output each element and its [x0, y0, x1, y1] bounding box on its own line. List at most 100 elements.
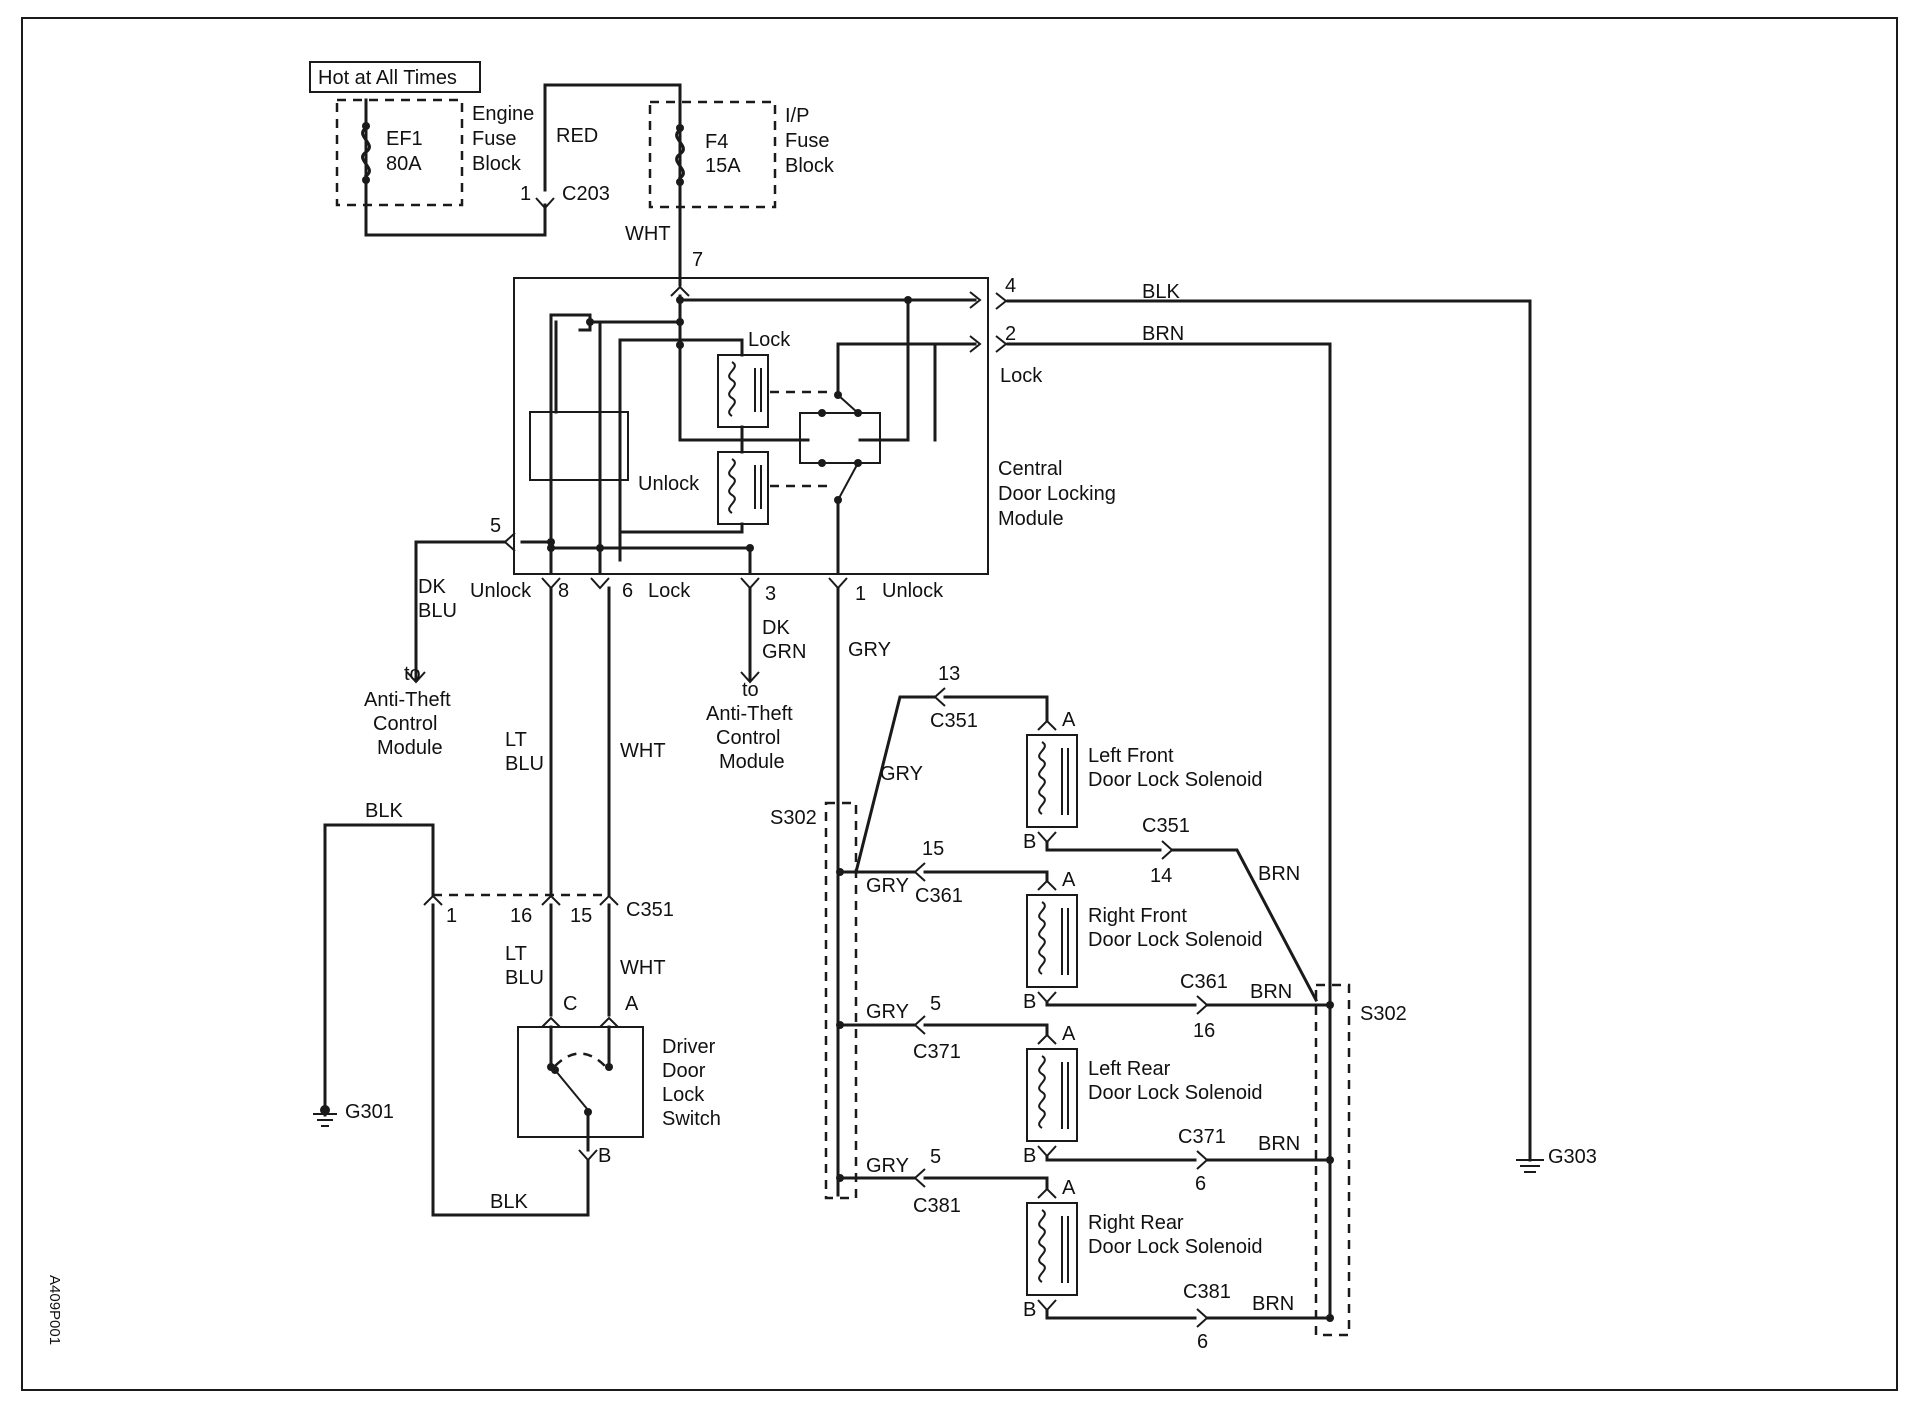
- anti-theft-1-name-1: Anti-Theft: [364, 689, 451, 711]
- module-pin-6-lock-label: Lock: [648, 580, 691, 602]
- switch-name-4: Switch: [662, 1108, 721, 1130]
- c351-switch-connector: C351: [626, 899, 674, 921]
- sol1-b-pin: 14: [1150, 865, 1172, 887]
- c203-pin: 1: [520, 183, 531, 205]
- blk-top-wire-label: BLK: [365, 800, 403, 822]
- ef1-rating: 80A: [386, 153, 422, 175]
- sol1-a-conn: C351: [930, 710, 978, 732]
- s302-left-splice: [824, 801, 858, 1200]
- ef1-label: EF1: [386, 128, 423, 150]
- switch-lt-blu-1: LT: [505, 943, 527, 965]
- left-front-solenoid-coil: [1026, 734, 1078, 828]
- right-rear-solenoid-coil: [1026, 1202, 1078, 1296]
- relay-switch-box: [799, 412, 881, 464]
- g301-label: G301: [345, 1101, 394, 1123]
- sol3-a-pin: 5: [930, 993, 941, 1015]
- dk-grn-label-1: DK: [762, 617, 790, 639]
- right-front-solenoid-coil: [1026, 894, 1078, 988]
- c203-connector-symbol: [535, 197, 555, 210]
- left-rear-solenoid-group: 5 C371 GRY A B C371 6 BRN Left Rear Door…: [838, 993, 1334, 1195]
- right-rear-solenoid-group: 5 C381 GRY A B C381 6 BRN Right Rear Doo…: [838, 1146, 1334, 1353]
- sol4-a-wire: GRY: [866, 1155, 909, 1177]
- sol3-b-conn: C371: [1178, 1126, 1226, 1148]
- ef1-fuse-symbol: [361, 125, 371, 179]
- anti-theft-2-name-2: Control: [716, 727, 780, 749]
- switch-pin-c: C: [563, 993, 577, 1015]
- sol3-a-conn: C371: [913, 1041, 961, 1063]
- anti-theft-1-name-3: Module: [377, 737, 443, 759]
- ip-fuse-block-label-2: Fuse: [785, 130, 829, 152]
- s302-left-label: S302: [770, 807, 817, 829]
- sol3-name-2: Door Lock Solenoid: [1088, 1082, 1263, 1104]
- c351-pin-15: 15: [570, 905, 592, 927]
- switch-pin-a: A: [625, 993, 639, 1015]
- right-front-solenoid-group: 15 C361 GRY A B C361 16 BRN Right Front …: [838, 838, 1334, 1042]
- hot-at-all-times-box: [309, 61, 481, 93]
- lt-blu-label-2: BLU: [505, 753, 544, 775]
- module-pin-1-unlock-label: Unlock: [882, 580, 944, 602]
- sol2-a-conn: C361: [915, 885, 963, 907]
- sol1-b-wire: BRN: [1258, 863, 1300, 885]
- sol3-b-pin: 6: [1195, 1173, 1206, 1195]
- anti-theft-2-to: to: [742, 679, 759, 701]
- anti-theft-2-name-1: Anti-Theft: [706, 703, 793, 725]
- module-name-3: Module: [998, 508, 1064, 530]
- figure-id: A409P001: [46, 1275, 63, 1345]
- f4-label: F4: [705, 131, 728, 153]
- sol4-b-wire: BRN: [1252, 1293, 1294, 1315]
- engine-fuse-block-label-3: Block: [472, 153, 522, 175]
- wht-lock-wire-label: WHT: [620, 740, 666, 762]
- blk-wire-label: BLK: [1142, 281, 1180, 303]
- red-wire-label: RED: [556, 125, 598, 147]
- sol1-name-1: Left Front: [1088, 745, 1174, 767]
- sol1-term-a: A: [1062, 709, 1076, 731]
- brn-wire-label: BRN: [1142, 323, 1184, 345]
- module-pin-8-unlock-label: Unlock: [470, 580, 532, 602]
- sol4-term-b: B: [1023, 1299, 1036, 1321]
- engine-fuse-block-label-1: Engine: [472, 103, 534, 125]
- switch-name-1: Driver: [662, 1036, 716, 1058]
- sol1-term-b: B: [1023, 831, 1036, 853]
- sol2-b-pin: 16: [1193, 1020, 1215, 1042]
- module-pin-1: 1: [855, 583, 866, 605]
- sol1-name-2: Door Lock Solenoid: [1088, 769, 1263, 791]
- sol3-a-wire: GRY: [866, 1001, 909, 1023]
- blk-bottom-wire-label: BLK: [490, 1191, 528, 1213]
- module-name-1: Central: [998, 458, 1062, 480]
- engine-fuse-block-outline: [335, 98, 464, 207]
- module-pin-2-lock-label: Lock: [1000, 365, 1043, 387]
- sol3-b-wire: BRN: [1258, 1133, 1300, 1155]
- sol1-a-wire: GRY: [880, 763, 923, 785]
- c351-pin-16: 16: [510, 905, 532, 927]
- c351-pin-1: 1: [446, 905, 457, 927]
- f4-fuse-symbol: [675, 127, 685, 181]
- sol2-b-wire: BRN: [1250, 981, 1292, 1003]
- gry-main-wire-label: GRY: [848, 639, 891, 661]
- sol2-name-2: Door Lock Solenoid: [1088, 929, 1263, 951]
- switch-wht-label: WHT: [620, 957, 666, 979]
- engine-fuse-block-label-2: Fuse: [472, 128, 516, 150]
- ip-fuse-block-outline: [648, 100, 777, 209]
- module-pin-6: 6: [622, 580, 633, 602]
- sol2-a-pin: 15: [922, 838, 944, 860]
- sol1-b-conn: C351: [1142, 815, 1190, 837]
- anti-theft-1-name-2: Control: [373, 713, 437, 735]
- ip-fuse-block-label-3: Block: [785, 155, 835, 177]
- dk-blu-label-1: DK: [418, 576, 446, 598]
- sol4-name-1: Right Rear: [1088, 1212, 1184, 1234]
- sol3-term-b: B: [1023, 1145, 1036, 1167]
- anti-theft-2-name-3: Module: [719, 751, 785, 773]
- lock-relay-label: Lock: [748, 329, 791, 351]
- sol1-a-pin: 13: [938, 663, 960, 685]
- g303-label: G303: [1548, 1146, 1597, 1168]
- diagram-frame: [21, 17, 1898, 1391]
- module-name-2: Door Locking: [998, 483, 1116, 505]
- sol2-name-1: Right Front: [1088, 905, 1187, 927]
- switch-name-3: Lock: [662, 1084, 705, 1106]
- hot-at-all-times-label: Hot at All Times: [318, 67, 457, 89]
- lt-blu-label-1: LT: [505, 729, 527, 751]
- dk-blu-label-2: BLU: [418, 600, 457, 622]
- ip-fuse-block-label-1: I/P: [785, 105, 809, 127]
- left-front-solenoid-group: 13 C351 GRY A B C351 14 BRN Left Front D…: [854, 663, 1319, 1003]
